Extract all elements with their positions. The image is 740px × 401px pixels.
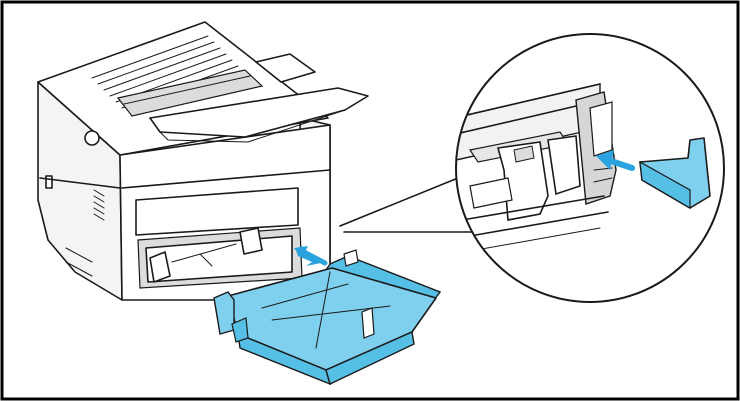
power-button xyxy=(84,130,100,146)
side-vents xyxy=(93,189,105,221)
paper-cassette-illustration xyxy=(213,249,442,386)
magnified-detail-callout xyxy=(455,33,725,303)
printer-illustration xyxy=(37,21,369,301)
zoom-insertion-arrow-icon xyxy=(596,150,635,171)
insertion-arrow-icon xyxy=(294,246,328,266)
callout-lines xyxy=(339,177,481,233)
